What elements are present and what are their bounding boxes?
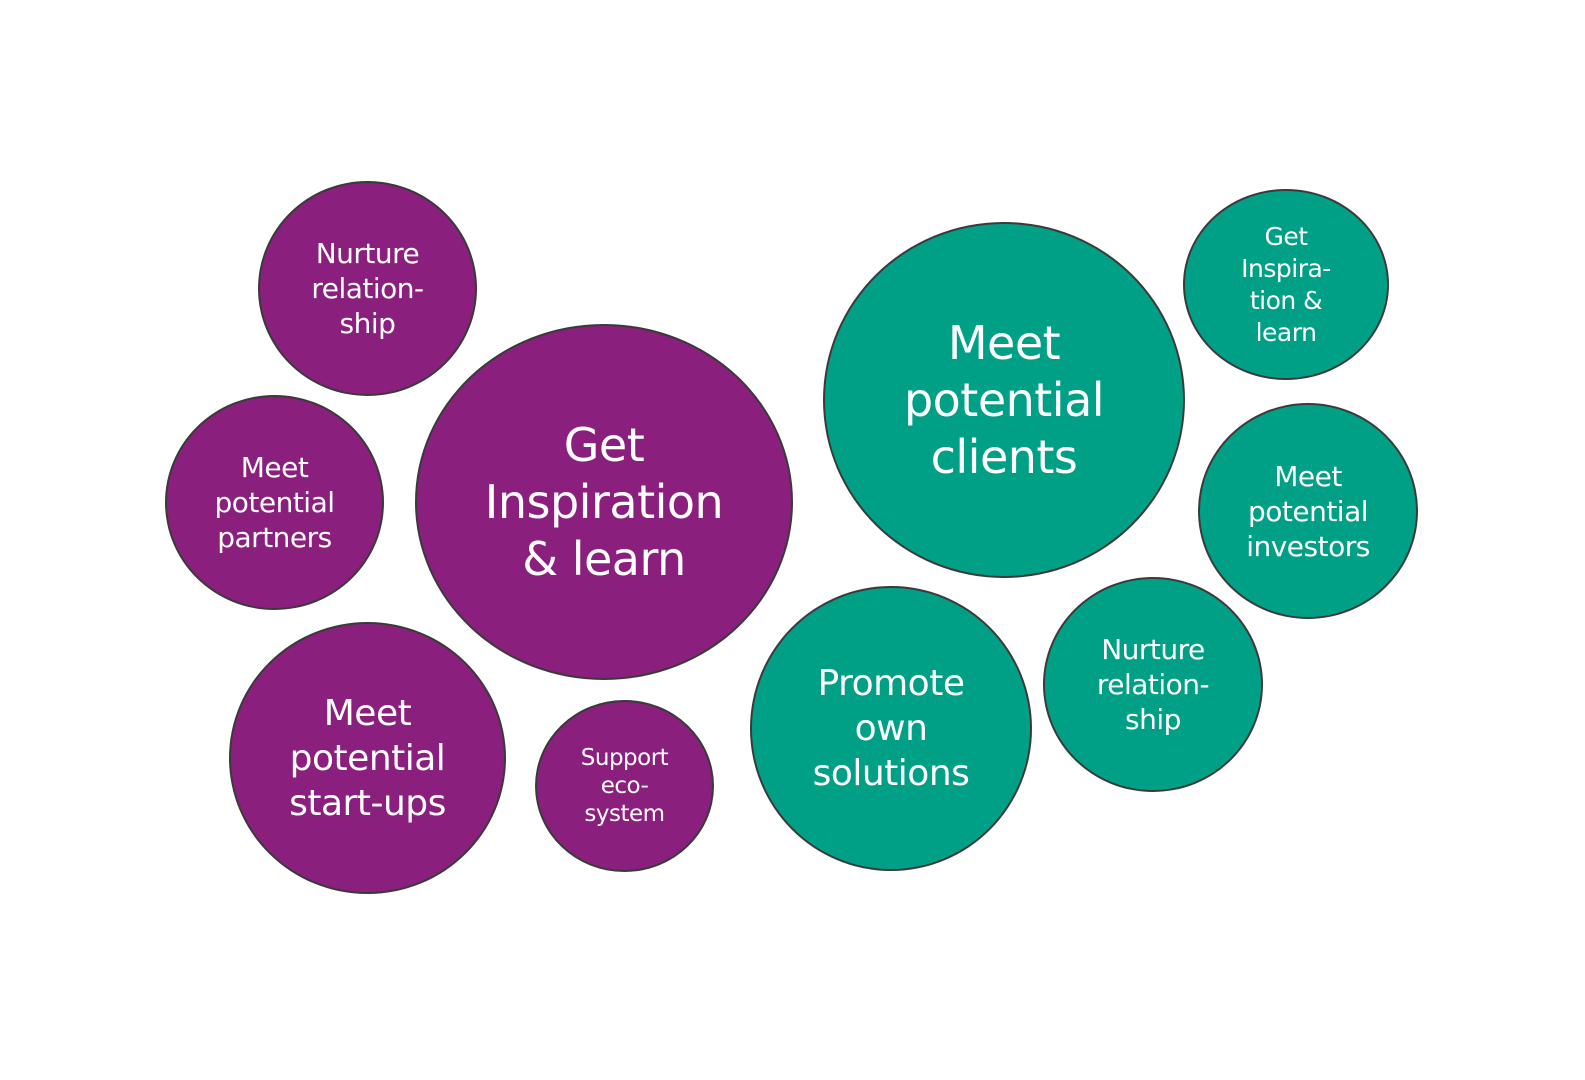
bubble-label: Get Inspira- tion & learn <box>1241 221 1331 347</box>
bubble-label: Nurture relation- ship <box>1096 633 1210 736</box>
bubble-get-inspiration-right: Get Inspira- tion & learn <box>1183 189 1389 380</box>
bubble-nurture-relationship-right: Nurture relation- ship <box>1043 577 1263 792</box>
bubble-nurture-relationship-left: Nurture relation- ship <box>258 181 477 396</box>
bubble-support-ecosystem: Support eco- system <box>535 700 714 872</box>
bubble-label: Meet potential investors <box>1246 459 1370 563</box>
bubble-promote-own-solutions: Promote own solutions <box>750 586 1032 871</box>
bubble-get-inspiration-left: Get Inspiration & learn <box>415 324 793 680</box>
bubble-label: Nurture relation- ship <box>311 237 424 340</box>
bubble-label: Meet potential clients <box>903 315 1105 484</box>
bubble-meet-potential-startups: Meet potential start-ups <box>229 622 506 894</box>
bubble-meet-potential-investors: Meet potential investors <box>1198 403 1418 619</box>
bubble-label: Meet potential start-ups <box>289 692 446 824</box>
bubble-label: Support eco- system <box>580 745 669 827</box>
bubble-label: Meet potential partners <box>214 451 335 554</box>
bubble-label: Promote own solutions <box>812 663 970 794</box>
bubble-label: Get Inspiration & learn <box>484 417 724 586</box>
bubble-meet-potential-partners: Meet potential partners <box>165 395 384 610</box>
bubble-meet-potential-clients: Meet potential clients <box>823 222 1185 578</box>
